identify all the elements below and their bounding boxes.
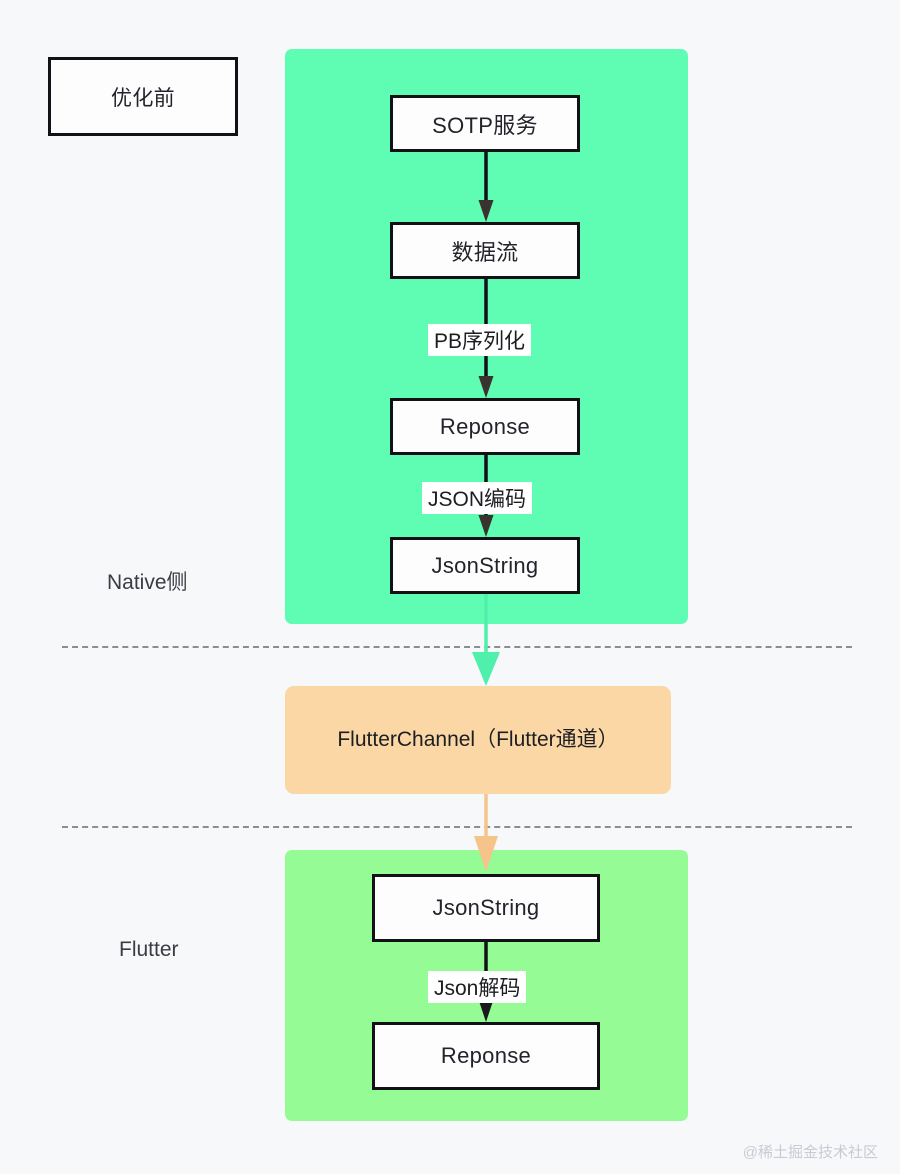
lane-divider-bottom xyxy=(62,826,852,828)
edge-label-pb-serialize: PB序列化 xyxy=(428,324,532,356)
lane-label-native: Native侧 xyxy=(107,571,188,594)
node-reponse-flutter: Reponse xyxy=(372,1022,600,1090)
edge-jsonstring-to-channel xyxy=(466,594,506,688)
edge-label-json-decode: Json解码 xyxy=(428,971,527,1003)
edge-channel-to-jsonstring xyxy=(466,794,506,876)
lane-divider-top xyxy=(62,646,852,648)
node-reponse-native: Reponse xyxy=(390,398,580,455)
watermark: @稀土掘金技术社区 xyxy=(742,1144,878,1161)
node-jsonstring-flutter: JsonString xyxy=(372,874,600,942)
lane-label-flutter: Flutter xyxy=(119,938,179,961)
node-jsonstring-native: JsonString xyxy=(390,537,580,594)
title-box: 优化前 xyxy=(48,57,238,136)
edge-label-json-encode: JSON编码 xyxy=(422,482,533,514)
node-flutter-channel: FlutterChannel（Flutter通道） xyxy=(285,686,671,794)
edge-sotp-to-datastream xyxy=(476,152,496,224)
node-sotp-service: SOTP服务 xyxy=(390,95,580,152)
node-data-stream: 数据流 xyxy=(390,222,580,279)
